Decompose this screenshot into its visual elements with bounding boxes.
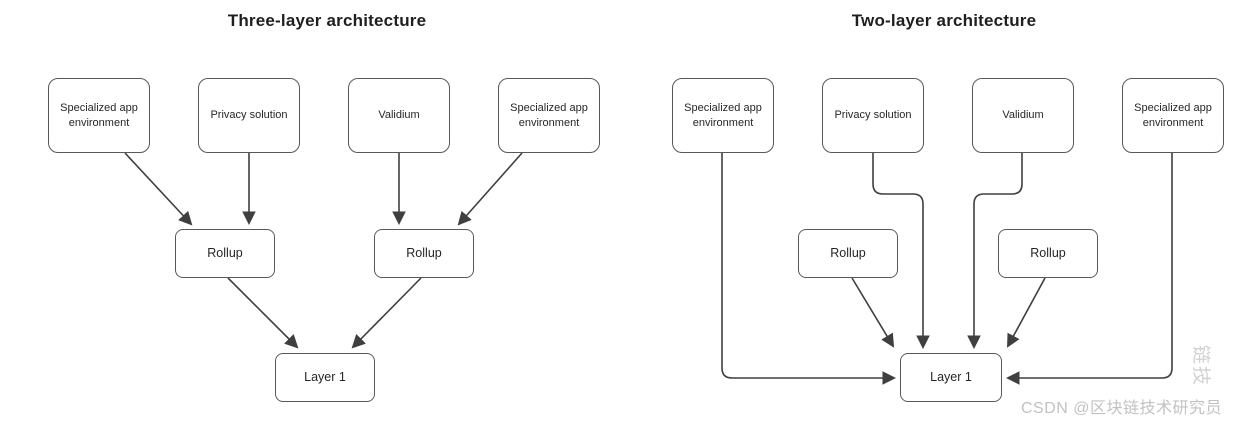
node-label: Layer 1 — [930, 370, 972, 385]
node-specialized-app-environment-left-2: Specialized app environment — [498, 78, 600, 153]
node-privacy-solution-right: Privacy solution — [822, 78, 924, 153]
node-specialized-app-environment-right-2: Specialized app environment — [1122, 78, 1224, 153]
edge-rollup-right-to-layer1-2 — [1007, 277, 1046, 348]
node-rollup-left-1: Rollup — [175, 229, 275, 278]
edge-rollup-right-to-layer1 — [351, 277, 422, 349]
node-rollup-right-2: Rollup — [998, 229, 1098, 278]
csdn-watermark: CSDN @区块链技术研究员 — [1020, 400, 1222, 417]
node-label: Rollup — [406, 246, 442, 261]
diagram-title-three-layer: Three-layer architecture — [227, 11, 427, 30]
edge-rollup-left-to-layer1 — [227, 277, 299, 349]
node-label: Privacy solution — [210, 109, 288, 122]
node-label: Privacy solution — [834, 109, 912, 122]
node-label: Rollup — [207, 246, 243, 261]
edge-rollup-left-to-layer1-2 — [851, 277, 895, 348]
node-validium-left: Validium — [348, 78, 450, 153]
node-label: Rollup — [830, 246, 866, 261]
node-validium-right: Validium — [972, 78, 1074, 153]
edge-appenv2-to-rollup-right — [457, 152, 523, 226]
node-specialized-app-environment-right-1: Specialized app environment — [672, 78, 774, 153]
node-label: Validium — [1002, 109, 1044, 122]
node-label: Specialized app environment — [684, 102, 762, 129]
node-rollup-right-1: Rollup — [798, 229, 898, 278]
node-layer1-right: Layer 1 — [900, 353, 1002, 402]
edge-appenv1-to-rollup-left — [124, 152, 193, 226]
node-label: Specialized app environment — [510, 102, 588, 129]
node-specialized-app-environment-left-1: Specialized app environment — [48, 78, 150, 153]
node-label: Validium — [378, 109, 420, 122]
node-rollup-left-2: Rollup — [374, 229, 474, 278]
node-label: Layer 1 — [304, 370, 346, 385]
node-label: Specialized app environment — [1134, 102, 1212, 129]
node-privacy-solution-left: Privacy solution — [198, 78, 300, 153]
watermark-vertical-fragment: 链技 — [1190, 345, 1211, 388]
node-label: Rollup — [1030, 246, 1066, 261]
node-label: Specialized app environment — [60, 102, 138, 129]
diagram-title-two-layer: Two-layer architecture — [851, 11, 1037, 30]
node-layer1-left: Layer 1 — [275, 353, 375, 402]
